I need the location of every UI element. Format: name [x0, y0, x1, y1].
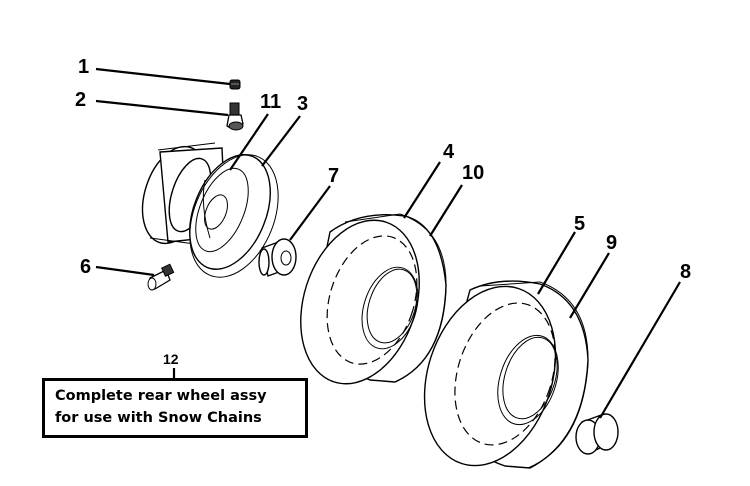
hub-cap [575, 413, 619, 455]
callout-6: 6 [80, 256, 91, 278]
tire-rear [423, 280, 589, 469]
callout-10: 10 [462, 162, 484, 184]
bushing [258, 238, 297, 277]
valve-stem [226, 102, 244, 131]
note-line-2: for use with Snow Chains [55, 410, 262, 426]
callout-4: 4 [443, 141, 455, 163]
callout-8: 8 [680, 261, 691, 283]
callout-1: 1 [78, 56, 89, 78]
callout-9: 9 [606, 232, 617, 254]
rim-ring [189, 154, 279, 278]
leader-lines [95, 67, 681, 419]
note-line-1: Complete rear wheel assy [55, 388, 267, 404]
callout-3: 3 [297, 93, 308, 115]
callout-11: 11 [260, 91, 281, 113]
note-box: Complete rear wheel assy for use with Sn… [42, 378, 308, 438]
callout-5: 5 [574, 213, 585, 235]
grease-fitting [147, 263, 175, 291]
valve-cap [229, 79, 241, 90]
callout-12: 12 [163, 351, 179, 367]
tire-front [300, 213, 447, 385]
callout-7: 7 [328, 165, 339, 187]
callout-2: 2 [75, 89, 86, 111]
